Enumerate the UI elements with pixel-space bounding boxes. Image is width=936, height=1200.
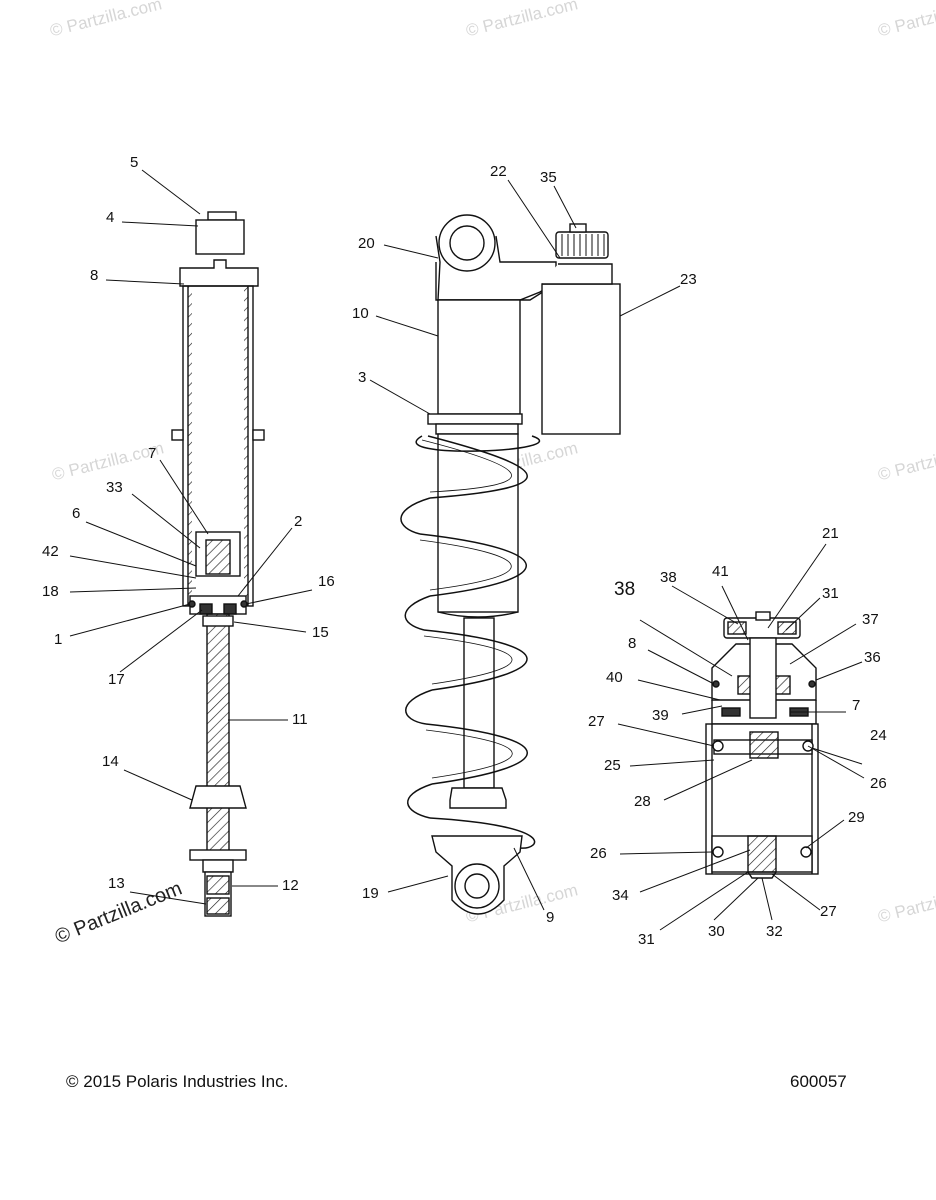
callout-35: 35: [540, 169, 557, 186]
callout-15: 15: [312, 624, 329, 641]
callout-14: 14: [102, 753, 119, 770]
callout-17: 17: [108, 671, 125, 688]
callout-19: 19: [362, 885, 379, 902]
callout-31: 31: [638, 931, 655, 948]
callout-20: 20: [358, 235, 375, 252]
callout-42: 42: [42, 543, 59, 560]
middle-shock-assembly: [427, 214, 621, 915]
callout-26: 26: [590, 845, 607, 862]
callout-7: 7: [852, 697, 861, 714]
callout-3: 3: [358, 369, 367, 386]
callout-27: 27: [820, 903, 837, 920]
callout-8: 8: [90, 267, 99, 284]
callout-31: 31: [822, 585, 839, 602]
callout-24: 24: [870, 727, 887, 744]
callout-30: 30: [708, 923, 725, 940]
callout-32: 32: [766, 923, 783, 940]
callout-23: 23: [680, 271, 697, 288]
callout-38: 38: [660, 569, 677, 586]
callout-12: 12: [282, 877, 299, 894]
callout-7: 7: [148, 445, 157, 462]
callout-41: 41: [712, 563, 729, 580]
callout-16: 16: [318, 573, 335, 590]
callout-29: 29: [848, 809, 865, 826]
callout-6: 6: [72, 505, 81, 522]
callout-21: 21: [822, 525, 839, 542]
callout-2: 2: [294, 513, 303, 530]
callout-11: 11: [292, 711, 308, 728]
callout-18: 18: [42, 583, 59, 600]
callout-28: 28: [634, 793, 651, 810]
callout-5: 5: [130, 154, 139, 171]
coil-spring: [400, 435, 541, 849]
leader-lines: [69, 169, 865, 931]
callout-9: 9: [546, 909, 555, 926]
callout-26: 26: [870, 775, 887, 792]
callout-38-large: 38: [614, 579, 636, 600]
callout-27: 27: [588, 713, 605, 730]
callout-34: 34: [612, 887, 629, 904]
right-reservoir-section: [705, 611, 819, 879]
diagram-id: 600057: [790, 1072, 847, 1091]
callout-8: 8: [628, 635, 637, 652]
callout-10: 10: [352, 305, 369, 322]
callout-36: 36: [864, 649, 881, 666]
callout-22: 22: [490, 163, 507, 180]
callout-40: 40: [606, 669, 623, 686]
left-shock-section: [171, 211, 265, 917]
callout-37: 37: [862, 611, 879, 628]
copyright-text: © 2015 Polaris Industries Inc.: [66, 1072, 289, 1091]
callout-33: 33: [106, 479, 123, 496]
callout-39: 39: [652, 707, 669, 724]
callout-1: 1: [54, 631, 63, 648]
callout-13: 13: [108, 875, 125, 892]
callout-4: 4: [106, 209, 115, 226]
callout-25: 25: [604, 757, 621, 774]
